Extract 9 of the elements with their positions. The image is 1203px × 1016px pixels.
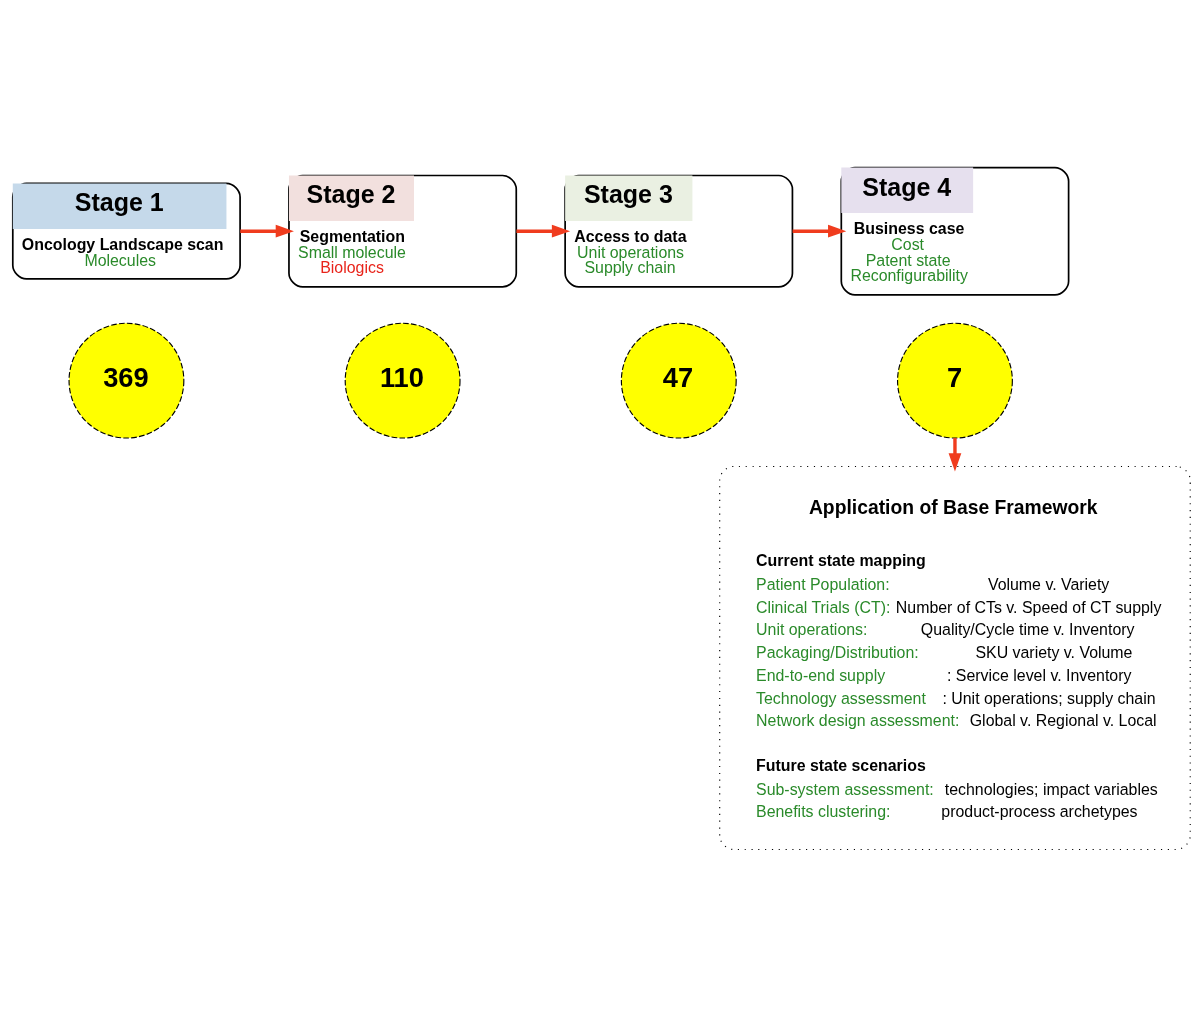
arrow: [240, 224, 294, 238]
arrow: [792, 224, 847, 238]
node-box: Application of Base Framework Current state mapping Patient Population: Volume v. Variety Clinical Trials (CT): Number of CTs v. Speed of CT supply Unit operations: Quality/Cycle time v. Inventory Packaging/Distribution: SKU variety v. Volume End-to-end supply : Service level v. Inventory Technology assessment : Unit operations; supply chain Network design assessment: Global v. Regional v. Local Future state scenarios Sub-system assessment: technologies; impact variables Benefits clustering: product-process archetypes: [719, 465, 1191, 850]
node-circle: 7: [897, 322, 1013, 439]
node-circle: 110: [344, 322, 461, 439]
arrow: [948, 437, 962, 471]
node-circle: 47: [620, 322, 737, 439]
node-circle: 369: [68, 322, 185, 439]
arrow: [516, 224, 571, 238]
